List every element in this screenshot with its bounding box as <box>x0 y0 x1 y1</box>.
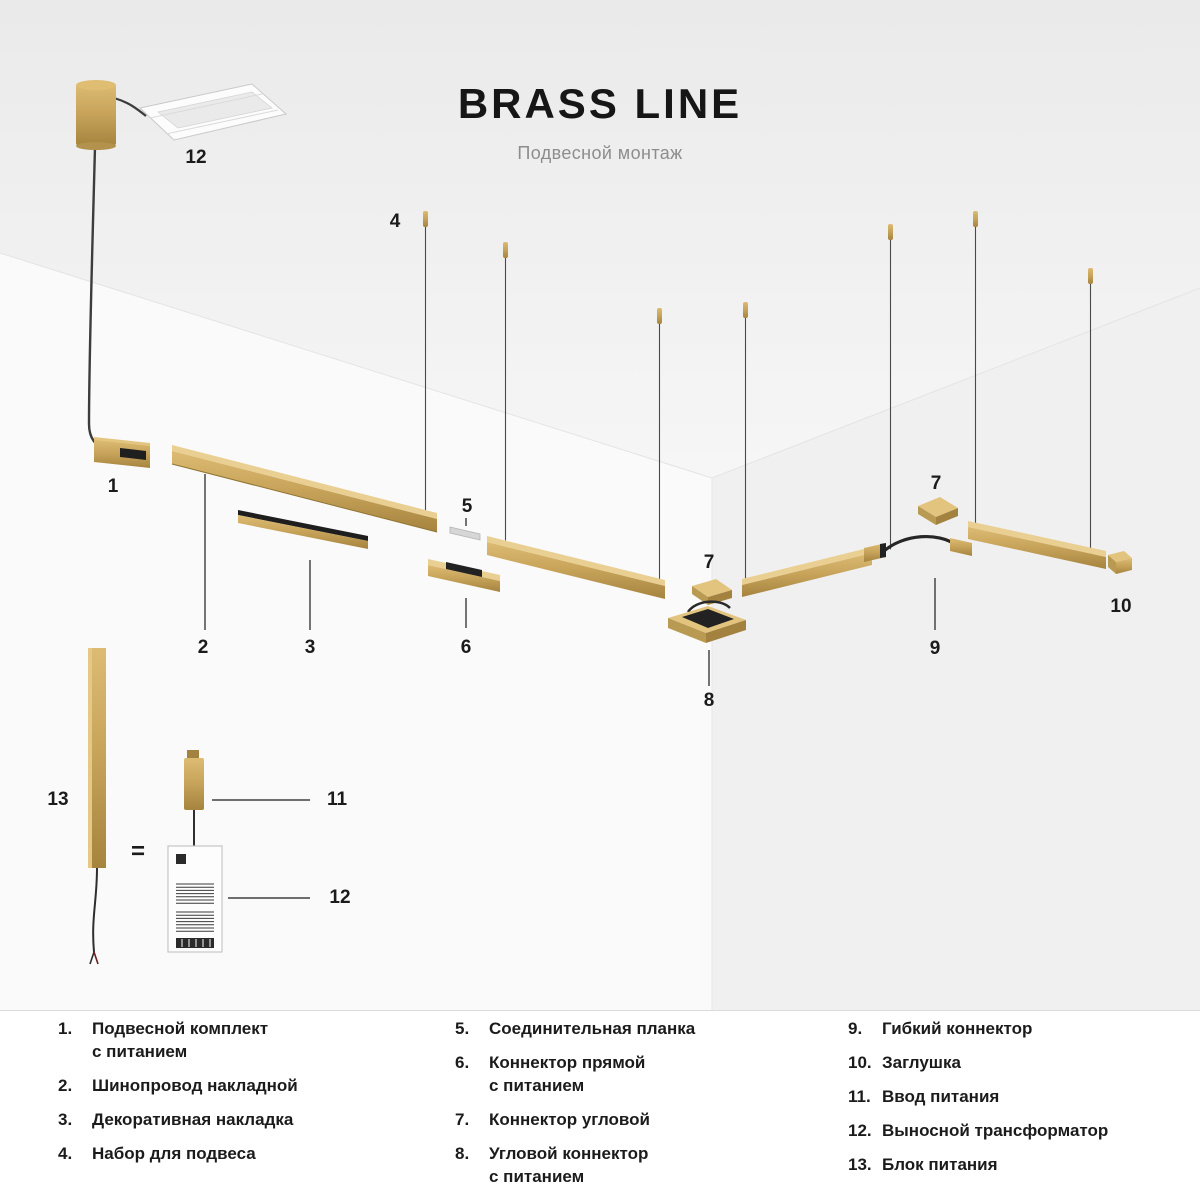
label-power-input: 11 <box>326 789 348 810</box>
label-flex-connector: 9 <box>929 638 941 659</box>
legend-item-number: 12. <box>848 1121 872 1140</box>
legend-item-number: 11. <box>848 1087 871 1106</box>
power-block-icon <box>88 648 106 965</box>
brass-track-icon <box>742 547 872 597</box>
leader-lines <box>204 474 936 899</box>
page-subtitle: Подвесной монтаж <box>517 143 683 163</box>
legend-column-3: 9. Гибкий коннектор 10. Заглушка 11. Вво… <box>848 1017 1188 1187</box>
legend-item-label: Декоративная накладка <box>92 1110 294 1129</box>
corner-connector-icon <box>918 497 958 525</box>
label-power-feed: 1 <box>107 476 119 497</box>
legend-item-number: 2. <box>58 1076 73 1095</box>
label-end-cap: 10 <box>1110 596 1132 617</box>
end-cap-icon <box>1108 551 1132 574</box>
header: BRASS LINE Подвесной монтаж <box>0 80 1200 164</box>
legend-item-6: 6. Коннектор прямой с питанием <box>455 1051 825 1097</box>
legend-item-label: Заглушка <box>882 1053 961 1072</box>
legend-item-11: 11. Ввод питания <box>848 1085 1188 1108</box>
connecting-plate-icon <box>449 526 481 541</box>
legend-item-label: Выносной трансформатор <box>882 1121 1109 1140</box>
brass-track-icon <box>487 536 665 599</box>
legend-column-1: 1. Подвесной комплект с питанием 2. Шино… <box>58 1017 428 1176</box>
brass-track-icon <box>968 521 1106 569</box>
legend-item-8: 8. Угловой коннектор с питанием <box>455 1142 825 1188</box>
label-straight-connector: 6 <box>460 637 472 658</box>
legend-item-1: 1. Подвесной комплект с питанием <box>58 1017 428 1063</box>
legend-item-label: Угловой коннектор с питанием <box>489 1144 649 1186</box>
legend-item-9: 9. Гибкий коннектор <box>848 1017 1188 1040</box>
label-corner-connector-right: 7 <box>930 473 942 494</box>
legend-item-number: 3. <box>58 1110 73 1129</box>
legend-item-label: Ввод питания <box>882 1087 1000 1106</box>
legend-item-12: 12. Выносной трансформатор <box>848 1119 1188 1142</box>
legend-item-number: 7. <box>455 1110 470 1129</box>
legend-item-label: Шинопровод накладной <box>92 1076 298 1095</box>
suspension-cable-icon <box>423 211 1093 582</box>
label-transformer: 12 <box>329 887 351 908</box>
corner-power-connector-icon <box>668 600 746 643</box>
legend-item-10: 10. Заглушка <box>848 1051 1188 1074</box>
legend-item-number: 4. <box>58 1144 73 1163</box>
label-track: 2 <box>197 637 209 658</box>
legend-item-number: 13. <box>848 1155 872 1174</box>
legend-item-label: Коннектор прямой с питанием <box>489 1053 646 1095</box>
room-walls <box>0 0 1200 1010</box>
legend-item-7: 7. Коннектор угловой <box>455 1108 825 1131</box>
canopy-pendant-icon <box>76 80 147 452</box>
transformer-icon <box>167 750 223 953</box>
legend-item-number: 6. <box>455 1053 470 1072</box>
label-cover: 3 <box>304 637 316 658</box>
legend-item-5: 5. Соединительная планка <box>455 1017 825 1040</box>
legend-item-label: Соединительная планка <box>489 1019 696 1038</box>
flex-connector-icon <box>864 535 972 562</box>
label-plate: 5 <box>461 496 473 517</box>
straight-connector-icon <box>428 559 500 592</box>
page-title: BRASS LINE <box>457 80 743 127</box>
power-feed-connector-icon <box>94 437 150 468</box>
label-suspension-kit: 4 <box>389 211 401 232</box>
legend-divider <box>0 1010 1200 1011</box>
legend-item-label: Коннектор угловой <box>489 1110 650 1129</box>
equals-sign: = <box>130 838 146 865</box>
label-power-block: 13 <box>47 789 69 810</box>
legend-item-number: 1. <box>58 1019 73 1038</box>
legend-item-label: Подвесной комплект с питанием <box>92 1019 269 1061</box>
label-corner-power-connector: 8 <box>703 690 715 711</box>
legend-item-4: 4. Набор для подвеса <box>58 1142 428 1165</box>
legend-item-number: 9. <box>848 1019 863 1038</box>
label-canopy-profile: 12 <box>185 147 207 168</box>
legend-item-2: 2. Шинопровод накладной <box>58 1074 428 1097</box>
track-profile-icon <box>138 83 288 141</box>
label-corner-connector-mid: 7 <box>703 552 715 573</box>
legend-item-number: 8. <box>455 1144 470 1163</box>
legend-item-label: Набор для подвеса <box>92 1144 256 1163</box>
legend-item-3: 3. Декоративная накладка <box>58 1108 428 1131</box>
legend-item-13: 13. Блок питания <box>848 1153 1188 1176</box>
legend-item-label: Блок питания <box>882 1155 998 1174</box>
diagram-canvas <box>0 0 1200 1010</box>
legend-column-2: 5. Соединительная планка 6. Коннектор пр… <box>455 1017 825 1199</box>
brass-track-icon <box>171 445 438 533</box>
legend-item-label: Гибкий коннектор <box>882 1019 1033 1038</box>
legend-item-number: 10. <box>848 1053 872 1072</box>
decorative-cover-icon <box>238 510 368 549</box>
legend-item-number: 5. <box>455 1019 470 1038</box>
